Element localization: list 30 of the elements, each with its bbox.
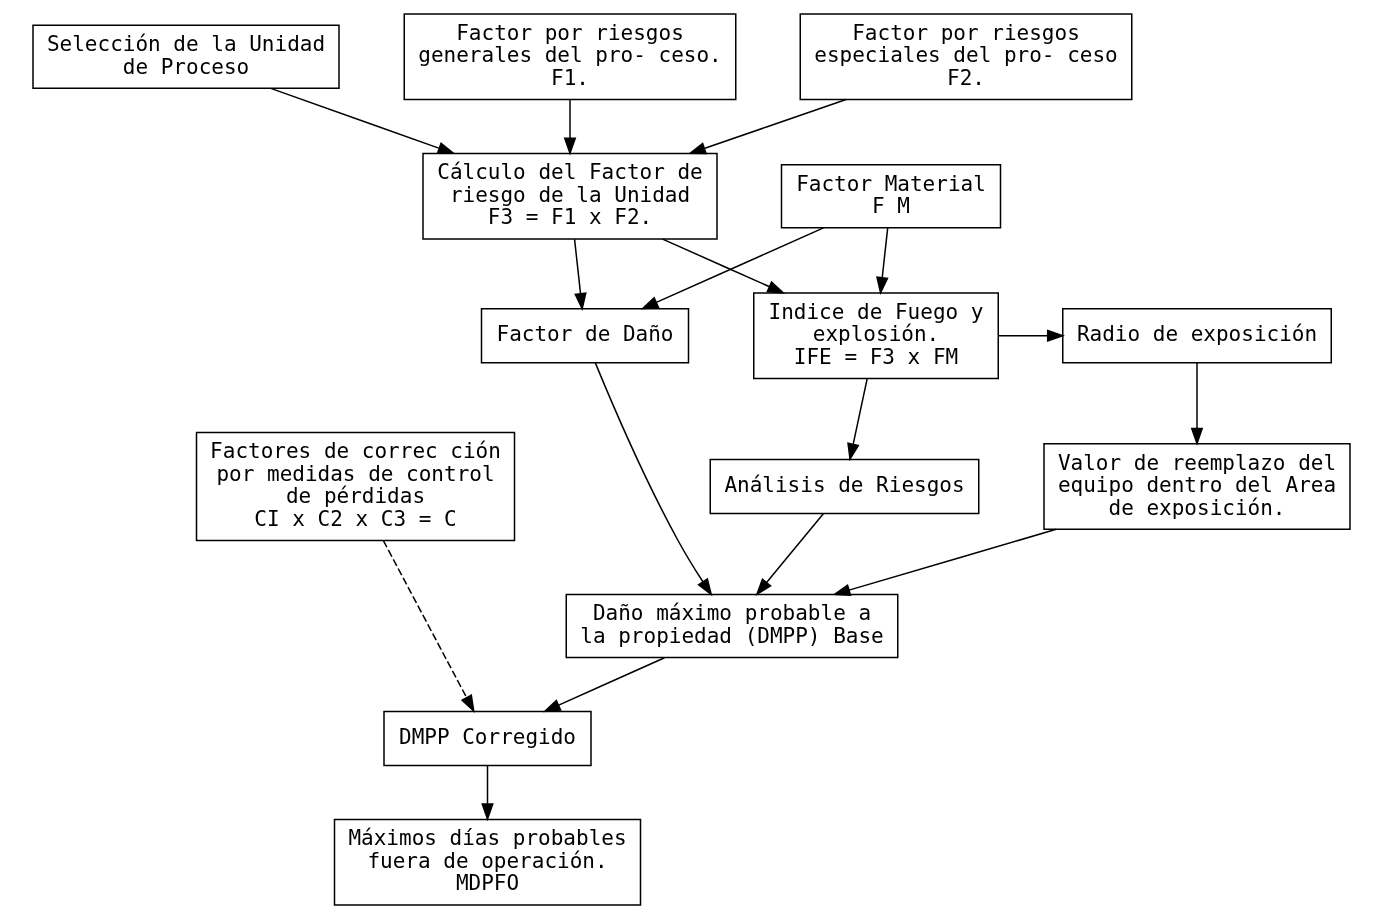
arrow	[270, 87, 456, 155]
node-box: Radio de exposición	[1062, 308, 1332, 364]
node-box: Indice de Fuego y explosión. IFE = F3 x FM	[753, 292, 999, 380]
arrow	[640, 227, 825, 310]
arrow	[382, 540, 475, 713]
arrow	[594, 362, 713, 597]
node-box: DMPP Corregido	[383, 710, 592, 767]
arrow	[832, 528, 1057, 596]
arrow	[997, 329, 1065, 343]
node-box: Factor por riesgos generales del pro- ceso. F1.	[403, 13, 737, 101]
node-box: Análisis de Riesgos	[709, 458, 980, 515]
node-box: Factor Material F M	[780, 164, 1002, 229]
arrow	[876, 227, 889, 295]
node-box: Selección de la Unidad de Proceso	[32, 24, 340, 89]
arrow	[481, 764, 494, 822]
arrow	[755, 512, 825, 596]
arrow	[661, 238, 786, 294]
node-box: Máximos días probables fuera de operación. MDPFO	[333, 818, 642, 906]
node-box: Daño máximo probable a la propiedad (DMPP) Base	[565, 593, 899, 659]
arrow	[688, 98, 847, 155]
arrow	[1190, 362, 1204, 446]
arrow	[542, 656, 666, 713]
arrow	[573, 238, 587, 311]
arrow	[563, 99, 577, 156]
node-box: Cálculo del Factor de riesgo de la Unidad F3 = F1 x F2.	[422, 152, 718, 240]
node-box: Valor de reemplazo del equipo dentro del Area de exposición.	[1043, 443, 1351, 530]
node-box: Factor de Daño	[480, 308, 690, 364]
node-box: Factor por riesgos especiales del pro- ceso F2.	[799, 13, 1133, 101]
node-box: Factores de correc ción por medidas de control de pérdidas CI x C2 x C3 = C	[195, 431, 516, 542]
arrow	[847, 378, 868, 462]
